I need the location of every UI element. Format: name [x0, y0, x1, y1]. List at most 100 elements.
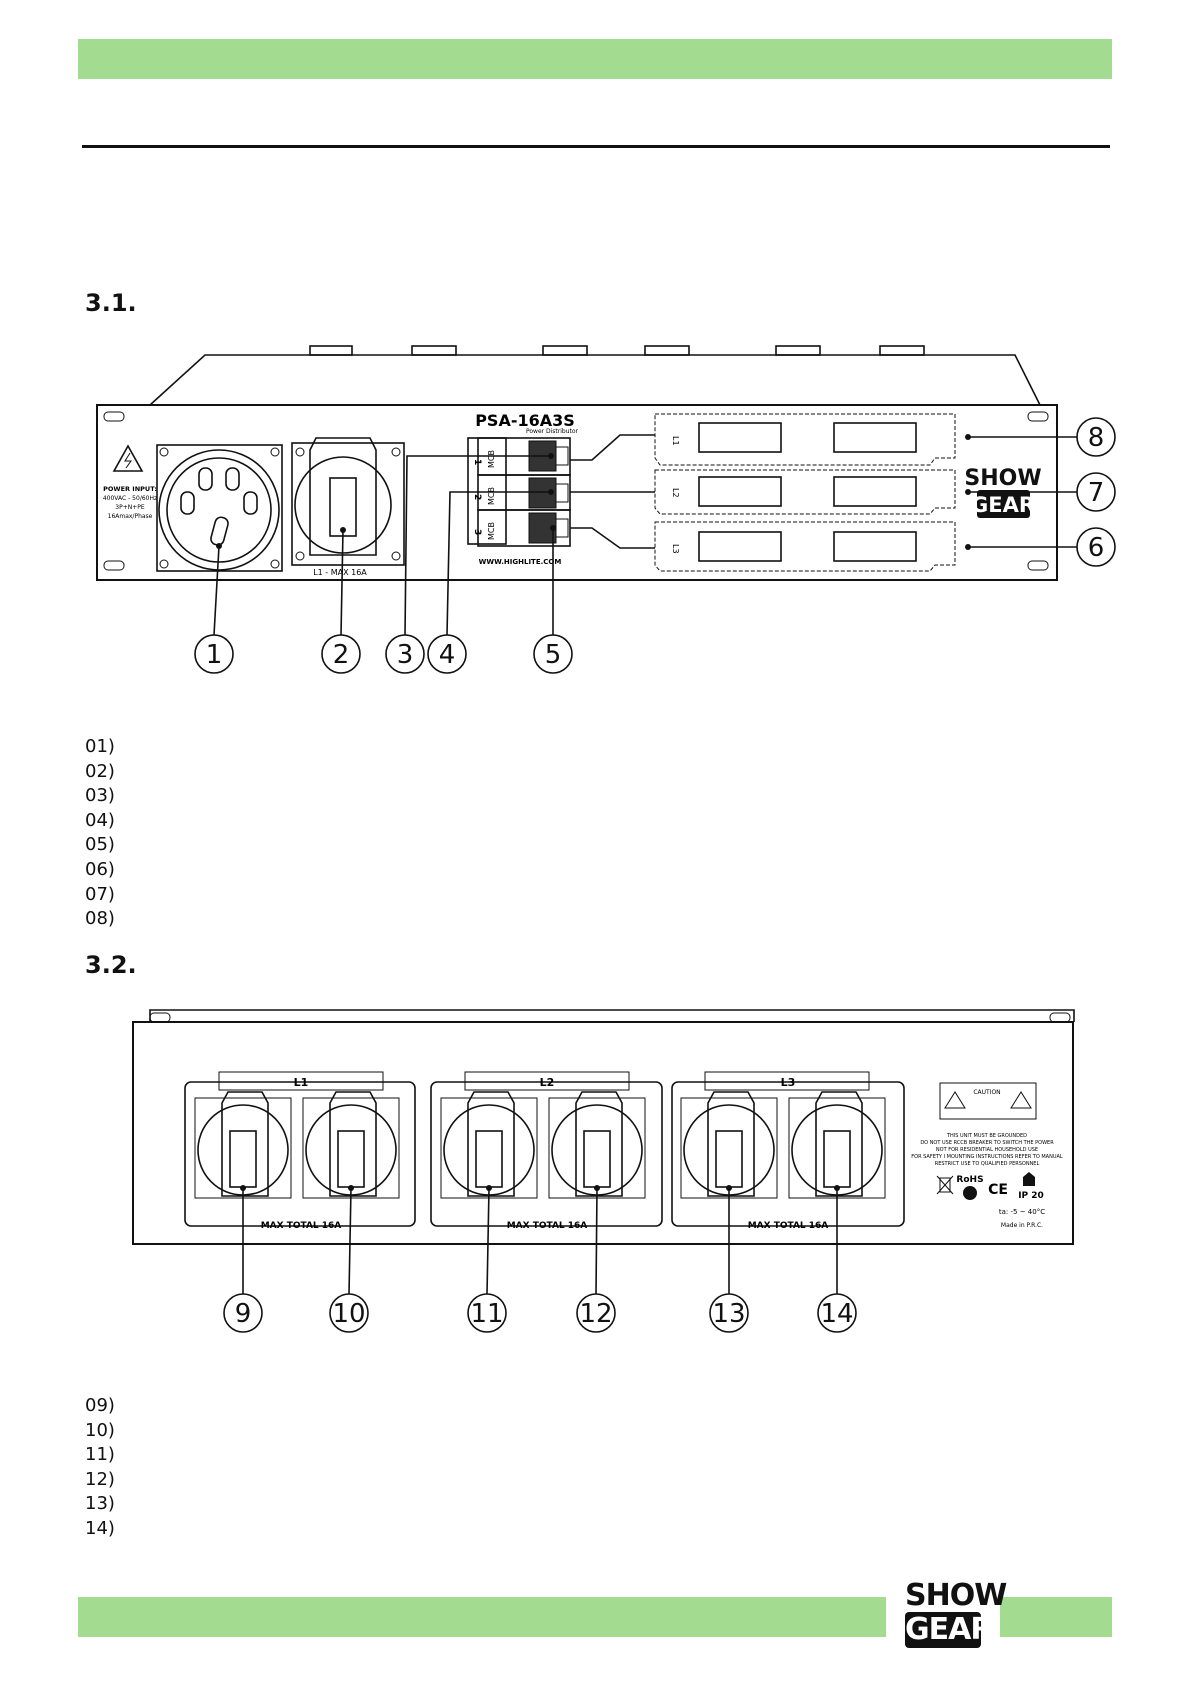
front-panel-lid [149, 345, 1041, 406]
panel-logo-gear-bg [977, 490, 1030, 518]
meter-panel-l1 [654, 413, 956, 466]
callout-13: 13 [709, 1293, 749, 1333]
socket-group-l1 [184, 1071, 416, 1227]
warning-line-1: THIS UNIT MUST BE GROUNDED [946, 1133, 1027, 1139]
footer-logo-gear: GEAR [905, 1612, 993, 1648]
line-label-l1: L1 [671, 436, 680, 446]
panel-logo-show: SHOW [964, 466, 1041, 491]
callout-5: 5 [533, 634, 573, 674]
rear-panel-diagram: L1 L2 L3 MAX TOTAL 16A MAX TOTAL 16A MAX… [132, 1009, 1075, 1333]
socket-group-l2 [430, 1071, 663, 1227]
footer-green-bar-right [1000, 1597, 1112, 1637]
ce-mark: CE [988, 1182, 1008, 1198]
rear-socket-10 [302, 1091, 400, 1199]
group-max-l1: MAX TOTAL 16A [261, 1221, 342, 1231]
mcb-label-2: MCB [487, 487, 496, 505]
indoor-use-icon [1023, 1172, 1035, 1186]
list-item: 04) [85, 809, 115, 831]
svg-text:7: 7 [1088, 478, 1105, 508]
list-item: 11) [85, 1444, 115, 1466]
svg-text:9: 9 [235, 1299, 252, 1329]
list-item: 03) [85, 785, 115, 807]
group-max-l3: MAX TOTAL 16A [748, 1221, 829, 1231]
power-input-line-4: 16Amax/Phase [108, 513, 153, 520]
rear-socket-14 [788, 1091, 886, 1199]
section-3-1-list: 01) 02) 03) 04) 05) 06) 07) 08) [85, 735, 115, 932]
callout-14: 14 [817, 1293, 857, 1333]
callout-10: 10 [329, 1293, 369, 1333]
meter-panel-l3 [654, 521, 956, 572]
section-3-2-title: 3.2. [85, 951, 137, 979]
svg-text:8: 8 [1088, 423, 1105, 453]
socket-group-l3 [671, 1071, 905, 1227]
list-item: 07) [85, 883, 115, 905]
svg-text:10: 10 [332, 1299, 365, 1329]
svg-text:12: 12 [579, 1299, 612, 1329]
callout-4: 4 [427, 634, 467, 674]
svg-text:1: 1 [206, 640, 223, 670]
rear-socket-12 [548, 1091, 646, 1199]
svg-text:5: 5 [545, 640, 562, 670]
list-item: 13) [85, 1493, 115, 1515]
mcb-number-1: 1 [472, 459, 482, 465]
callout-12: 12 [576, 1293, 616, 1333]
warning-line-5: RESTRICT USE TO QUALIFIED PERSONNEL [935, 1161, 1040, 1167]
rear-socket-11 [440, 1091, 538, 1199]
mcb-number-2: 2 [472, 494, 482, 500]
thru-output-socket [291, 437, 405, 566]
socket-label: L1 - MAX 16A [313, 568, 367, 577]
power-input-line-3: 3P+N+PE [115, 504, 145, 511]
svg-text:2: 2 [333, 640, 350, 670]
section-3-2-list: 09) 10) 11) 12) 13) 14) [85, 1394, 115, 1542]
model-name: PSA-16A3S [475, 411, 575, 430]
callout-6: 6 [1076, 527, 1116, 567]
list-item: 14) [85, 1517, 115, 1539]
list-item: 09) [85, 1395, 115, 1416]
rear-socket-9 [194, 1091, 292, 1199]
callout-2: 2 [321, 634, 361, 674]
group-max-l2: MAX TOTAL 16A [507, 1221, 588, 1231]
power-input-line-1: POWER INPUT: [103, 485, 157, 493]
website-text: WWW.HIGHLITE.COM [479, 558, 562, 566]
svg-text:4: 4 [439, 640, 456, 670]
svg-text:14: 14 [820, 1299, 853, 1329]
svg-text:3: 3 [397, 640, 414, 670]
svg-text:11: 11 [470, 1299, 503, 1329]
section-3-1-title: 3.1. [85, 289, 137, 317]
warning-line-4: FOR SAFETY I MOUNTING INSTRUCTIONS REFER… [911, 1154, 1063, 1160]
rohs-mark: RoHS [956, 1175, 983, 1185]
rohs-check-icon [963, 1186, 977, 1200]
list-item: 01) [85, 736, 115, 757]
warning-line-2: DO NOT USE RCCB BREAKER TO SWITCH THE PO… [920, 1140, 1054, 1146]
callout-3: 3 [385, 634, 425, 674]
callout-8: 8 [1076, 417, 1116, 457]
svg-text:13: 13 [712, 1299, 745, 1329]
group-label-l1: L1 [294, 1076, 309, 1089]
callout-9: 9 [223, 1293, 263, 1333]
rear-socket-13 [680, 1091, 778, 1199]
mcb-number-3: 3 [472, 529, 482, 535]
line-label-l3: L3 [671, 544, 680, 554]
list-item: 12) [85, 1468, 115, 1490]
callout-1: 1 [194, 634, 234, 674]
mcb-label-3: MCB [487, 522, 496, 540]
footer-green-bar-left [78, 1597, 886, 1637]
warning-triangle-icon [112, 444, 144, 472]
caution-label [939, 1082, 1037, 1120]
callout-11: 11 [467, 1293, 507, 1333]
group-label-l2: L2 [540, 1076, 555, 1089]
power-input-line-2: 400VAC - 50/60Hz [103, 495, 157, 502]
callout-7: 7 [1076, 472, 1116, 512]
svg-text:6: 6 [1088, 533, 1105, 563]
mcb-label-1: MCB [487, 450, 496, 468]
warning-line-3: NOT FOR RESIDENTIAL HOUSEHOLD USE [936, 1147, 1038, 1153]
panel-logo-gear: GEAR [971, 493, 1035, 517]
footer-logo-show: SHOW [905, 1578, 1007, 1613]
list-item: 08) [85, 908, 115, 930]
footer-logo: SHOW GEAR [905, 1578, 1007, 1656]
list-item: 06) [85, 858, 115, 880]
meter-panel-l2 [654, 469, 956, 515]
temp-range: ta: -5 ~ 40°C [999, 1208, 1045, 1216]
weee-bin-icon [936, 1175, 954, 1195]
ip-rating: IP 20 [1018, 1191, 1044, 1201]
